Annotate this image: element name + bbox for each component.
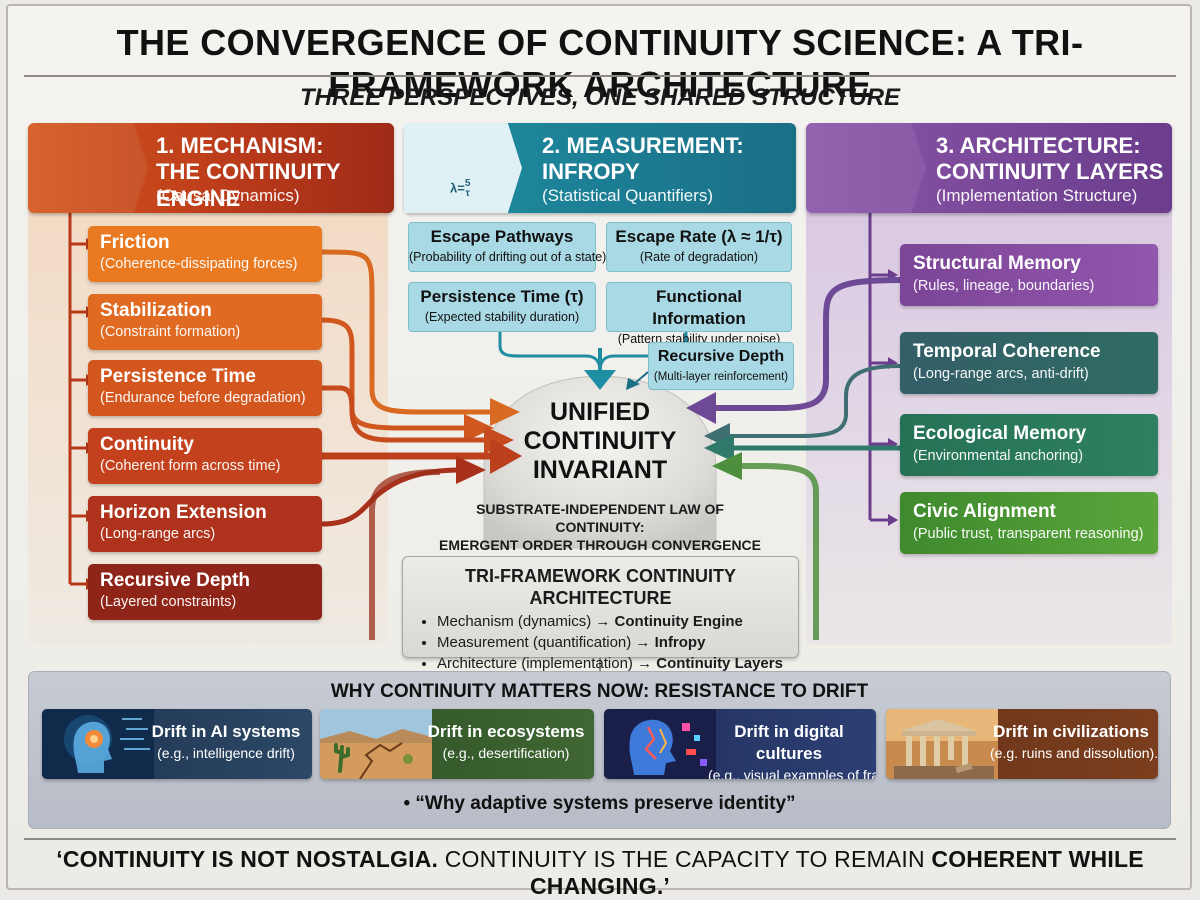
mechanism-item-horizon-extension: Horizon Extension (Long-range arcs) — [88, 496, 322, 552]
architecture-heading-2: CONTINUITY LAYERS — [936, 159, 1164, 184]
tri-item-architecture: Architecture (implementation) → Continui… — [437, 653, 798, 674]
drift-card-ai: Drift in AI systems (e.g., intelligence … — [42, 709, 312, 779]
architecture-item-structural-memory: Structural Memory (Rules, lineage, bound… — [900, 244, 1158, 306]
tri-framework-title: TRI-FRAMEWORK CONTINUITY ARCHITECTURE — [465, 566, 736, 608]
measurement-heading: 2. MEASUREMENT: — [542, 133, 744, 158]
subtitle: THREE PERSPECTIVES, ONE SHARED STRUCTURE — [299, 84, 901, 111]
architecture-icon-area — [806, 123, 926, 213]
mechanism-item-persistence-time: Persistence Time (Endurance before degra… — [88, 360, 322, 416]
drift-card-ecosystems: Drift in ecosystems (e.g., desertificati… — [320, 709, 594, 779]
measurement-item-recursive-depth: Recursive Depth (Multi-layer reinforceme… — [648, 342, 794, 390]
mechanism-heading: 1. MECHANISM: — [156, 133, 324, 158]
measurement-item-functional-information: Functional Information (Pattern stabilit… — [606, 282, 792, 346]
tri-item-mechanism: Mechanism (dynamics) → Continuity Engine — [437, 611, 798, 632]
fractured-head-icon — [604, 709, 716, 779]
architecture-header: 3. ARCHITECTURE: CONTINUITY LAYERS (Impl… — [806, 123, 1172, 213]
architecture-item-civic-alignment: Civic Alignment (Public trust, transpare… — [900, 492, 1158, 554]
mechanism-header: 1. MECHANISM: THE CONTINUITY ENGINE (Cau… — [28, 123, 394, 213]
mechanism-sub: (Causal Dynamics) — [156, 186, 300, 205]
architecture-item-ecological-memory: Ecological Memory (Environmental anchori… — [900, 414, 1158, 476]
mechanism-icon-area — [28, 123, 148, 213]
measurement-item-escape-pathways: Escape Pathways (Probability of drifting… — [408, 222, 606, 272]
ai-head-icon — [42, 709, 154, 779]
ruins-icon — [886, 709, 998, 779]
architecture-sub: (Implementation Structure) — [936, 186, 1138, 205]
adaptive-systems-quote: • “Why adaptive systems preserve identit… — [403, 793, 796, 814]
drift-card-civilizations: Drift in civilizations (e.g. ruins and d… — [886, 709, 1158, 779]
tri-framework-list: Mechanism (dynamics) → Continuity Engine… — [419, 611, 798, 674]
mechanism-item-stabilization: Stabilization (Constraint formation) — [88, 294, 322, 350]
mechanism-item-recursive-depth: Recursive Depth (Layered constraints) — [88, 564, 322, 620]
drift-title: WHY CONTINUITY MATTERS NOW: RESISTANCE T… — [330, 681, 869, 702]
architecture-item-temporal-coherence: Temporal Coherence (Long-range arcs, ant… — [900, 332, 1158, 394]
bottom-quote: ‘CONTINUITY IS NOT NOSTALGIA. CONTINUITY… — [56, 846, 1144, 899]
measurement-icon-area — [404, 123, 522, 213]
title-divider — [24, 75, 1176, 77]
architecture-heading: 3. ARCHITECTURE: — [936, 133, 1141, 158]
measurement-heading-2: INFROPY — [542, 159, 640, 184]
bottom-divider — [24, 838, 1176, 840]
measurement-sub: (Statistical Quantifiers) — [542, 186, 713, 205]
mechanism-heading-2: THE CONTINUITY ENGINE — [156, 159, 341, 211]
tri-item-measurement: Measurement (quantification) → Infropy — [437, 632, 798, 653]
mechanism-item-friction: Friction (Coherence-dissipating forces) — [88, 226, 322, 282]
tri-framework-box: TRI-FRAMEWORK CONTINUITY ARCHITECTURE Me… — [402, 556, 799, 672]
desert-icon — [320, 709, 432, 779]
measurement-item-persistence-time: Persistence Time (τ) (Expected stability… — [408, 282, 596, 332]
unified-continuity-invariant: UNIFIED CONTINUITY INVARIANT — [523, 398, 677, 484]
mechanism-item-continuity: Continuity (Coherent form across time) — [88, 428, 322, 484]
drift-card-digital-cultures: Drift in digital cultures (e.g., visual … — [604, 709, 876, 779]
measurement-item-escape-rate: Escape Rate (λ ≈ 1/τ) (Rate of degradati… — [606, 222, 792, 272]
main-title: THE CONVERGENCE OF CONTINUITY SCIENCE: A… — [116, 22, 1084, 105]
substrate-law: SUBSTRATE-INDEPENDENT LAW OF CONTINUITY:… — [438, 501, 762, 553]
